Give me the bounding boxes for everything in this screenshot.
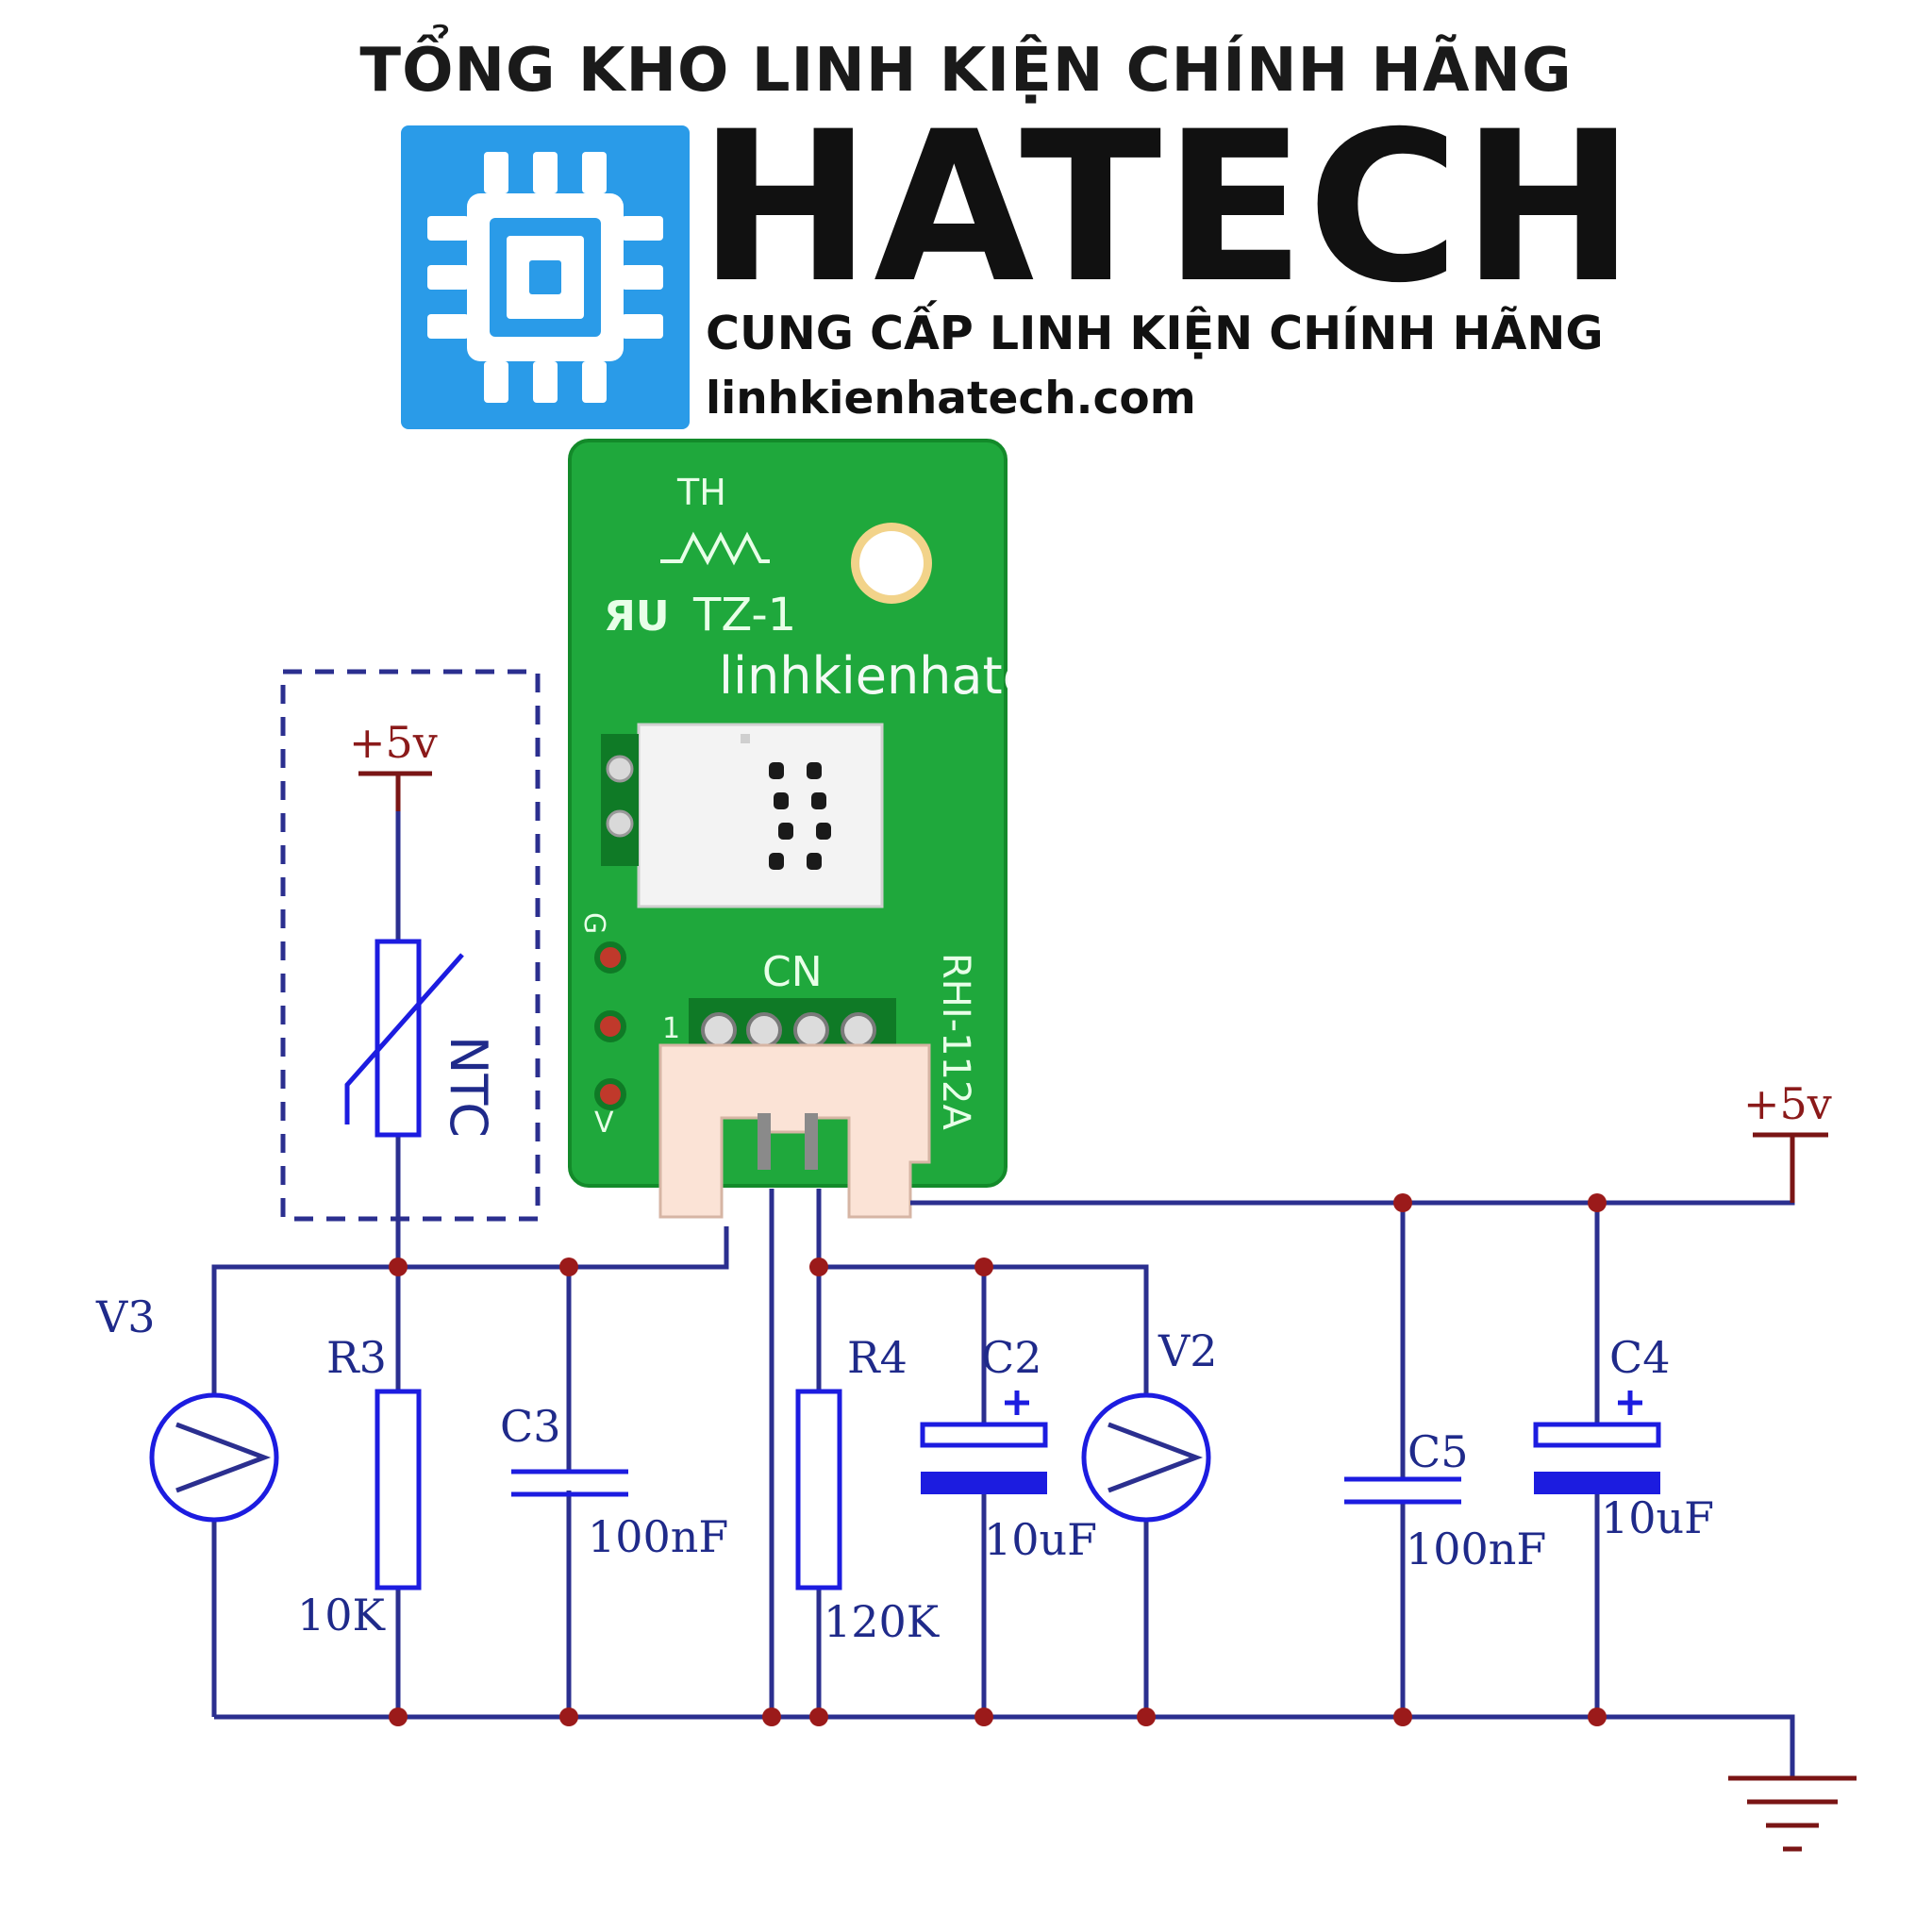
silk-v: V (594, 1107, 614, 1140)
resistor-r3 (375, 1389, 422, 1591)
board-watermark: linhkienhatech.com (719, 646, 1219, 706)
silk-th: TH (676, 472, 726, 513)
silk-1: 1 (662, 1012, 680, 1045)
c5-label: C5 (1407, 1426, 1468, 1477)
voltmeter-v2 (1081, 1392, 1211, 1523)
brand-website: linhkienhatech.com (706, 373, 1196, 425)
power-symbol-right (1753, 1132, 1828, 1203)
resistor-r4 (795, 1389, 842, 1591)
power-label-left: +5v (349, 717, 438, 768)
r4-label: R4 (847, 1332, 908, 1383)
r3-value: 10K (297, 1590, 387, 1641)
c3-label: C3 (500, 1401, 560, 1452)
c5-value: 100nF (1406, 1524, 1546, 1574)
power-label-right: +5v (1743, 1078, 1832, 1129)
v2-label: V2 (1158, 1325, 1218, 1376)
c3-value: 100nF (588, 1511, 728, 1562)
silk-part: RHI-112A (934, 953, 977, 1130)
r4-value: 120K (824, 1596, 941, 1647)
cn-connector (658, 1043, 931, 1219)
v3-label: V3 (95, 1291, 156, 1342)
chip-logo-icon (401, 125, 690, 429)
silk-g: G (577, 912, 610, 934)
voltmeter-v3 (149, 1392, 279, 1523)
junction-dots (389, 1193, 1607, 1726)
humidity-sensor (637, 723, 884, 908)
silk-cn: CN (762, 948, 823, 996)
ground-icon (1728, 1775, 1857, 1852)
ntc-label: NTC (439, 1036, 498, 1138)
ntc-dashed-box (280, 669, 541, 1222)
header-title: TỔNG KHO LINH KIỆN CHÍNH HÃNG (359, 36, 1573, 106)
ntc-thermistor (344, 939, 464, 1138)
silk-model: TZ-1 (692, 589, 796, 641)
brand-name: HATECH (698, 87, 1638, 328)
c4-value: 10uF (1601, 1492, 1714, 1543)
power-symbol-left (358, 771, 432, 811)
c2-label: C2 (981, 1332, 1041, 1383)
capacitor-c2 (920, 1391, 1048, 1494)
capacitor-c5 (1344, 1476, 1461, 1505)
thermistor-symbol-icon (660, 531, 770, 566)
r3-label: R3 (326, 1332, 387, 1383)
brand-tagline: CUNG CẤP LINH KIỆN CHÍNH HÃNG (706, 307, 1604, 360)
ul-mark-icon: ЯU (604, 592, 670, 641)
c2-value: 10uF (984, 1514, 1097, 1565)
capacitor-c4 (1533, 1391, 1661, 1494)
sensor-pcb: TH TZ-1 ЯU G (568, 439, 1219, 1219)
c4-label: C4 (1609, 1332, 1670, 1383)
capacitor-c3 (511, 1469, 628, 1497)
